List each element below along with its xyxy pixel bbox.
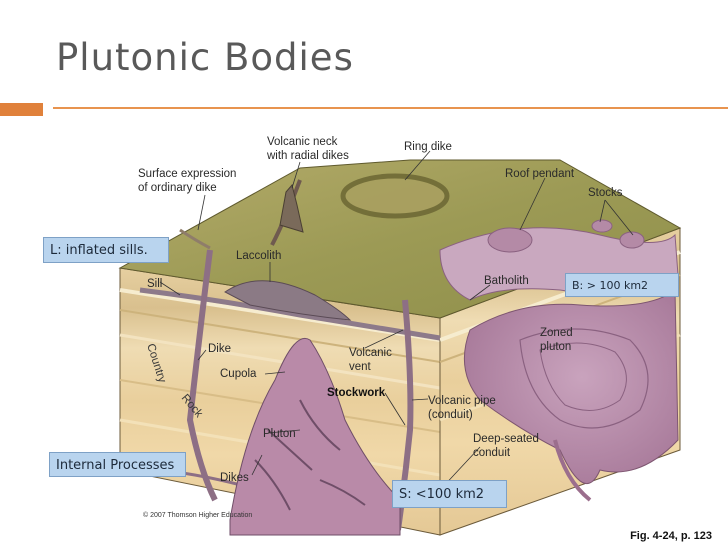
label-laccolith: Laccolith	[236, 250, 281, 262]
label-surface-dike-1: Surface expression	[138, 168, 236, 180]
volcanic-neck-shape	[279, 183, 304, 233]
label-surface-dike-2: of ordinary dike	[138, 182, 217, 194]
label-batholith: Batholith	[484, 275, 529, 287]
callout-stock-size: S: <100 km2	[392, 480, 507, 508]
laccolith-sill	[139, 280, 441, 341]
label-volcanic-pipe-2: (conduit)	[428, 409, 473, 421]
leader-lines	[159, 150, 634, 491]
label-cupola: Cupola	[220, 368, 257, 380]
front-pluton	[229, 338, 401, 536]
right-face	[439, 227, 681, 536]
label-volcanic-vent-2: vent	[349, 361, 372, 373]
callout-batholith-size: B: > 100 km2	[565, 273, 679, 297]
label-zoned-pluton-2: pluton	[540, 341, 571, 353]
figure-reference: Fig. 4-24, p. 123	[630, 530, 712, 542]
label-volcanic-pipe-1: Volcanic pipe	[428, 395, 496, 407]
label-dikes: Dikes	[220, 472, 249, 484]
label-volcanic-neck-1: Volcanic neck	[267, 136, 338, 148]
title-accent-bar	[0, 103, 43, 116]
callout-laccolith-note: L: inflated sills.	[43, 237, 169, 263]
title-underline	[53, 107, 728, 109]
label-stocks: Stocks	[588, 187, 623, 199]
label-deep-conduit-2: conduit	[473, 447, 511, 459]
callout-internal-processes: Internal Processes	[49, 452, 186, 477]
copyright-text: © 2007 Thomson Higher Education	[143, 512, 253, 519]
label-ring-dike: Ring dike	[404, 141, 452, 153]
label-deep-conduit-1: Deep-seated	[473, 433, 539, 445]
label-sill: Sill	[147, 278, 162, 290]
label-volcanic-neck-2: with radial dikes	[266, 150, 349, 162]
label-zoned-pluton-1: Zoned	[540, 327, 573, 339]
label-roof-pendant: Roof pendant	[505, 168, 575, 180]
label-dike: Dike	[208, 343, 231, 355]
slide-title: Plutonic Bodies	[56, 36, 354, 79]
label-stockwork: Stockwork	[327, 387, 386, 399]
label-volcanic-vent-1: Volcanic	[349, 347, 392, 359]
label-pluton: Pluton	[263, 428, 296, 440]
